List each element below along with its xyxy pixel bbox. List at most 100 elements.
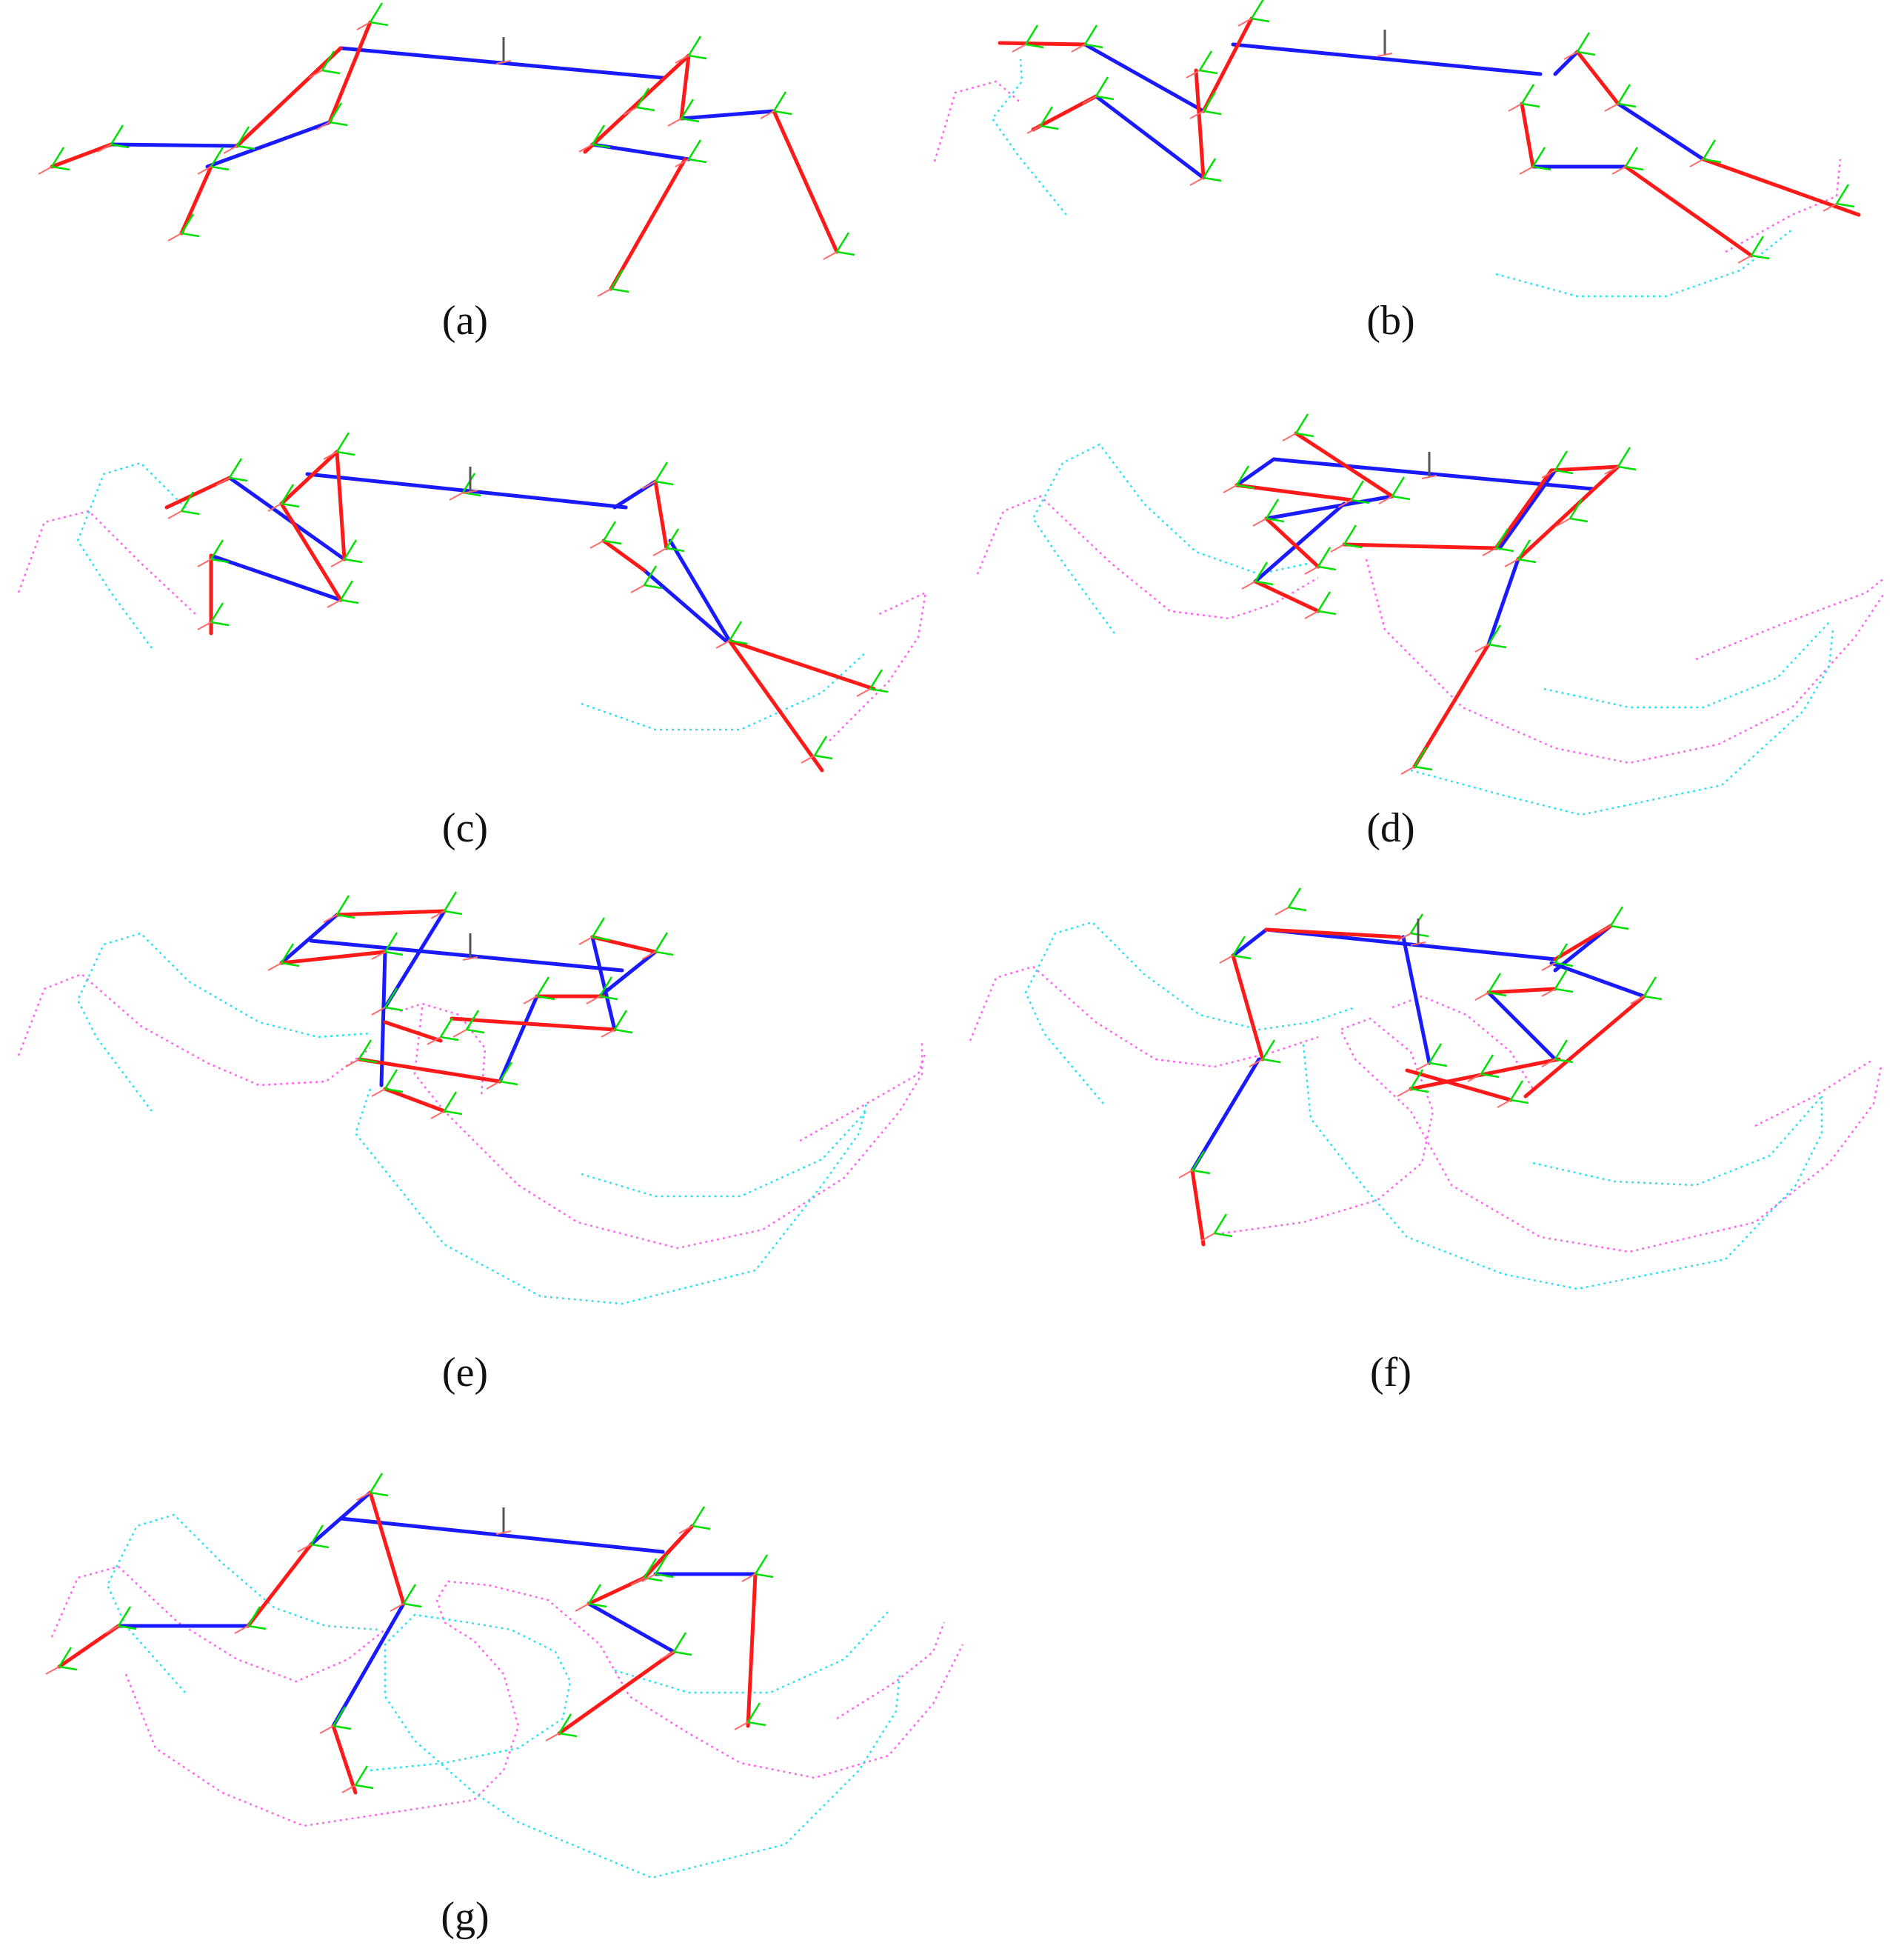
- panel-c-joint-2-axis-y: [335, 432, 350, 453]
- panel-e-joint-15-axis-y: [465, 1010, 480, 1030]
- panel-c-limb-link-5: [601, 539, 647, 573]
- panel-g-joint-13-axis-z: [545, 1733, 560, 1741]
- panel-g-caption: (g): [441, 1894, 490, 1940]
- panel-b-joint-10-axis-y: [1531, 147, 1546, 167]
- panel-a-joint-2-axis-z: [315, 121, 330, 130]
- panel-a-joint-8-axis-x: [681, 117, 700, 123]
- panel-a-joint-1-axis-z: [223, 145, 238, 154]
- panel-d-joint-11-axis-y: [1617, 447, 1631, 467]
- panel-a-joint-5-axis-y: [180, 213, 195, 234]
- panel-b-joint-2-axis-y: [1095, 76, 1109, 97]
- panel-g-body-link-1: [309, 1490, 372, 1547]
- panel-e-joint-6-axis-z: [345, 1059, 360, 1067]
- panel-d-joint-4-axis-z: [1252, 518, 1267, 527]
- panel-g-joint-1-axis-z: [297, 1544, 312, 1553]
- panel-b-joint-15-axis-z: [1026, 125, 1041, 134]
- panel-a-torso-tick: [495, 60, 512, 64]
- panel-g-limb-link-6: [642, 1524, 695, 1580]
- panel-f-joint-1-axis-x: [1232, 954, 1252, 960]
- panel-d-trajectory-cyan-3: [1543, 621, 1830, 709]
- panel-a-joint-4-axis-x: [210, 165, 230, 171]
- panel-g-joint-0-axis-y: [369, 1473, 384, 1493]
- panel-a-limb-link-0: [50, 142, 113, 169]
- panel-d-joint-2-axis-z: [1337, 499, 1352, 508]
- panel-g-joint-9-axis-y: [691, 1506, 706, 1527]
- panel-f-joint-5-axis-x: [1410, 932, 1429, 938]
- panel-d-limb-link-5: [1494, 468, 1554, 550]
- panel-f-joint-5-axis-y: [1409, 913, 1424, 934]
- panel-d-joint-12-axis-x: [1517, 558, 1537, 564]
- panel-b-joint-11-axis-z: [1611, 166, 1626, 175]
- panel-e-joint-14-axis-y: [654, 932, 669, 953]
- panel-b-joint-9-axis-z: [1508, 103, 1523, 112]
- panel-e-joint-10-axis-x: [536, 995, 555, 1001]
- panel-f-joint-10-axis-x: [1554, 987, 1574, 993]
- panel-d-joint-5-axis-x: [1317, 565, 1337, 571]
- panel-d-limb-link-8: [1412, 642, 1491, 769]
- panel-c-joint-9-axis-y: [602, 521, 617, 541]
- panel-f-joint-13-axis-z: [1630, 996, 1645, 1004]
- panel-d-joint-6-axis-y: [1254, 561, 1269, 582]
- panel-e-joint-5-axis-x: [440, 1036, 459, 1041]
- panel-g-joint-5-axis-x: [333, 1724, 352, 1730]
- panel-c-joint-9-axis-x: [603, 539, 622, 545]
- panel-d-joint-5-axis-y: [1317, 547, 1332, 567]
- panel-b-joint-9-axis-y: [1520, 84, 1535, 104]
- panel-f-body-link-3: [1486, 990, 1557, 1061]
- panel-b-joint-1-axis-x: [1084, 43, 1103, 49]
- panel-d-limb-link-6: [1549, 464, 1620, 473]
- panel-a-joint-9-axis-y: [772, 91, 787, 112]
- panel-b-joint-12-axis-z: [1689, 159, 1704, 167]
- panel-f-joint-11-axis-x: [1610, 924, 1629, 930]
- panel-b-body-link-1: [1083, 42, 1206, 113]
- panel-d-caption: (d): [1366, 805, 1415, 851]
- panel-a-joint-7-axis-z: [623, 107, 638, 116]
- panel-b-joint-11-axis-y: [1624, 147, 1639, 167]
- panel-e-joint-8-axis-x: [444, 1110, 463, 1116]
- panel-d-joint-7-axis-x: [1317, 610, 1337, 616]
- panel-c-joint-1-axis-y: [280, 484, 295, 504]
- panel-g-joint-0-axis-z: [356, 1492, 371, 1501]
- panel-b-body-link-2: [1094, 94, 1206, 180]
- panel-g-body-link-4: [587, 1601, 676, 1654]
- panel-a-limb-link-4: [583, 53, 691, 154]
- panel-b-joint-13-axis-z: [1823, 203, 1837, 212]
- panel-a-joint-11-axis-z: [675, 159, 689, 167]
- panel-g-joint-4-axis-x: [403, 1602, 422, 1608]
- panel-e-joint-5-axis-z: [427, 1036, 441, 1045]
- panel-b-torso-tick: [1377, 53, 1393, 57]
- panel-c-joint-4-axis-x: [340, 599, 359, 604]
- panel-e-joint-10-axis-z: [523, 996, 538, 1004]
- panel-e-joint-9-axis-y: [498, 1061, 513, 1082]
- panel-b-trajectory-cyan-1: [991, 59, 1067, 216]
- panel-b-joint-3-axis-z: [1189, 110, 1204, 119]
- panel-e-joint-13-axis-z: [578, 936, 593, 945]
- panel-c-joint-3-axis-y: [343, 539, 358, 560]
- panel-d-joint-15-axis-y: [1568, 499, 1583, 519]
- panel-b-joint-1-axis-y: [1083, 24, 1098, 45]
- panel-f-joint-6-axis-y: [1428, 1043, 1443, 1064]
- panel-g-joint-3-axis-z: [104, 1625, 119, 1634]
- panel-d-joint-10-axis-z: [1541, 470, 1556, 479]
- panel-a-joint-13-axis-y: [835, 232, 850, 253]
- panel-c-joint-2-axis-z: [323, 451, 338, 460]
- panel-e-joint-12-axis-x: [614, 1028, 633, 1034]
- panel-f-joint-13-axis-y: [1643, 976, 1657, 997]
- panel-c-joint-11-axis-y: [643, 565, 658, 586]
- panel-c-limb-link-6: [653, 479, 669, 550]
- panel-d-joint-13-axis-z: [1474, 644, 1489, 653]
- panel-c-joint-8-axis-z: [641, 481, 656, 490]
- panel-c-joint-3-axis-x: [344, 558, 363, 564]
- panel-e-joint-12-axis-z: [601, 1029, 615, 1038]
- panel-e-body-link-1: [279, 913, 339, 965]
- panel-g-joint-13-axis-x: [558, 1732, 578, 1738]
- panel-c-joint-11-axis-x: [644, 584, 663, 590]
- panel-f-joint-8-axis-z: [1497, 1099, 1511, 1108]
- panel-c-limb-link-3: [279, 501, 343, 602]
- panel-a-limb-link-6: [609, 157, 687, 291]
- panel-c-joint-6-axis-z: [197, 621, 212, 630]
- panel-d-body-link-0: [1272, 457, 1594, 491]
- panel-f-joint-15-axis-y: [1480, 1054, 1494, 1075]
- panel-b-joint-14-axis-x: [1751, 254, 1770, 260]
